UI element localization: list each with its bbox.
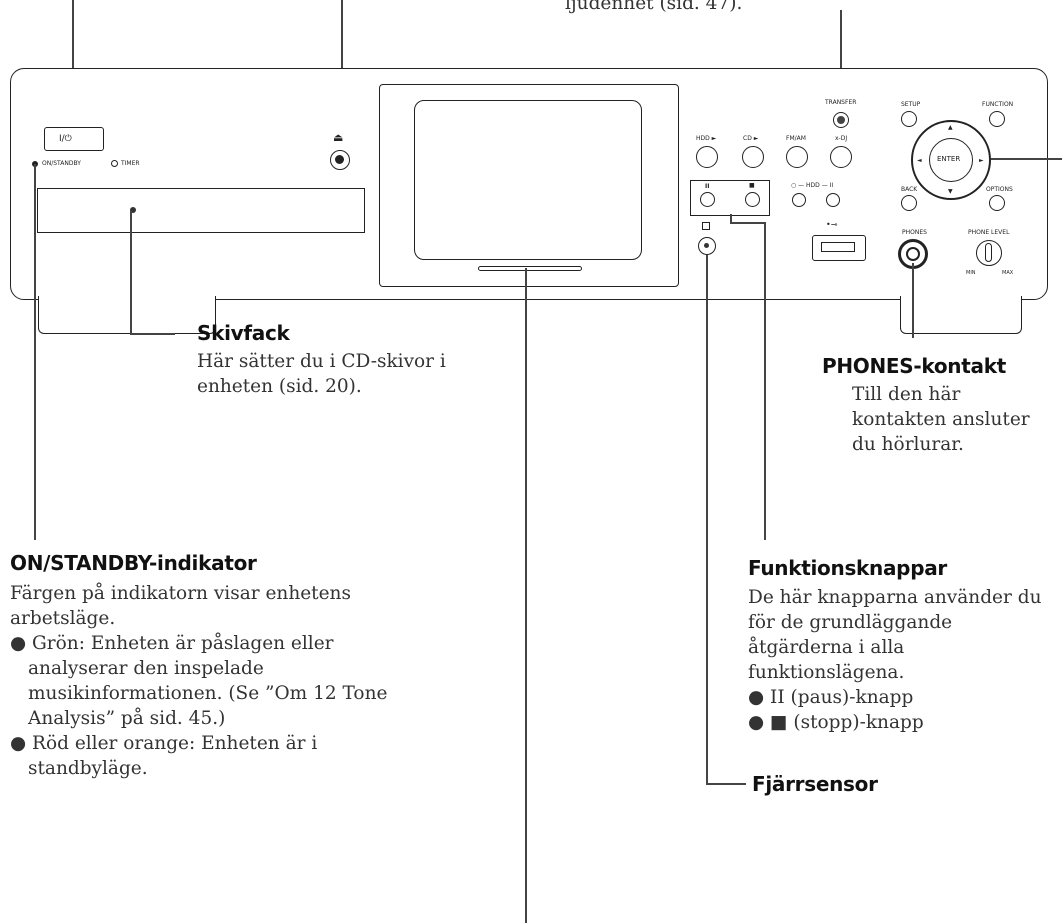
pause-icon: II — [705, 183, 710, 190]
leader-navigation — [991, 158, 1062, 160]
enter-button[interactable]: ENTER — [929, 138, 973, 182]
function-label: FUNCTION — [982, 101, 1014, 108]
hdd-label: ○ — HDD — II — [791, 182, 834, 189]
on-standby-label: ON/STANDBY — [42, 160, 81, 167]
panel-body — [10, 68, 1048, 300]
on-standby-heading: ON/STANDBY-indikator — [10, 551, 257, 575]
remote-sensor — [698, 237, 716, 255]
disc-tray[interactable] — [37, 188, 365, 233]
leader-phones — [912, 263, 914, 338]
power-icon: I/⏻ — [59, 134, 72, 144]
setup-button[interactable] — [901, 111, 917, 127]
skivfack-text: Här sätter du i CD-skivor i enheten (sid… — [197, 351, 446, 397]
options-button[interactable] — [989, 195, 1005, 211]
back-label: BACK — [901, 186, 918, 193]
pause-button[interactable] — [700, 192, 715, 207]
phones-text: Till den här kontakten ansluter du hörlu… — [852, 384, 1030, 455]
leader-function-stub — [730, 214, 732, 224]
leader-skivfack-vertical — [130, 211, 132, 335]
usb-icon: •⊸ — [826, 220, 838, 229]
leader-function-vertical — [764, 222, 766, 540]
phones-heading: PHONES-kontakt — [822, 354, 1006, 378]
stop-icon: ■ — [749, 182, 755, 189]
phones-label: PHONES — [902, 229, 927, 236]
sensor-icon — [702, 222, 710, 230]
xdj-button[interactable] — [830, 146, 852, 168]
cd-play-button[interactable] — [742, 146, 764, 168]
fm-am-button[interactable] — [786, 146, 808, 168]
display-frame — [379, 84, 679, 287]
fjarrsensor-heading: Fjärrsensor — [752, 772, 878, 796]
transfer-label: TRANSFER — [825, 99, 857, 106]
stop-bullet: ● ■ (stopp)-knapp — [748, 712, 924, 733]
hdd-left-button[interactable] — [792, 193, 806, 207]
hdd-right-button[interactable] — [826, 193, 840, 207]
leader-display — [525, 268, 527, 923]
right-foot — [900, 296, 1022, 334]
cd-play-label: CD ► — [743, 135, 759, 142]
skivfack-heading: Skivfack — [197, 321, 290, 345]
left-foot — [38, 296, 216, 334]
transfer-button[interactable] — [833, 112, 849, 128]
back-button[interactable] — [901, 195, 917, 211]
hdd-play-label: HDD ► — [696, 135, 717, 142]
eject-button[interactable] — [330, 150, 350, 170]
on-standby-bullet-red: ● Röd eller orange: Enheten är i standby… — [10, 733, 318, 779]
timer-indicator — [111, 160, 118, 167]
phone-level-knob[interactable] — [976, 240, 1002, 266]
power-button[interactable]: I/⏻ — [44, 127, 104, 151]
left-arrow-icon: ◄ — [917, 157, 922, 164]
options-label: OPTIONS — [986, 186, 1013, 193]
right-arrow-icon: ► — [979, 157, 984, 164]
function-button[interactable] — [989, 111, 1005, 127]
timer-label: TIMER — [121, 160, 140, 167]
fm-am-label: FM/AM — [786, 135, 806, 142]
setup-label: SETUP — [901, 101, 921, 108]
leader-sensor-vertical — [706, 255, 708, 785]
stop-button[interactable] — [745, 192, 760, 207]
navigation-ring[interactable]: ENTER ▲ ▼ ◄ ► — [911, 120, 991, 200]
pause-bullet: ● II (paus)-knapp — [748, 687, 914, 708]
funktionsknappar-heading: Funktionsknappar — [748, 556, 947, 580]
top-caption: ljudenhet (sid. 47). — [565, 0, 743, 14]
xdj-label: x-DJ — [835, 135, 848, 142]
funktionsknappar-body: De här knapparna använder du för de grun… — [748, 585, 1048, 735]
phone-level-label: PHONE LEVEL — [968, 229, 1010, 236]
leader-transfer — [840, 10, 842, 120]
enter-label: ENTER — [937, 155, 961, 163]
up-arrow-icon: ▲ — [948, 124, 953, 131]
usb-port[interactable] — [812, 235, 866, 261]
min-label: MIN — [966, 270, 976, 276]
down-arrow-icon: ▼ — [948, 188, 953, 195]
hdd-play-button[interactable] — [696, 146, 718, 168]
on-standby-intro: Färgen på indikatorn visar enhetens arbe… — [10, 583, 351, 629]
leader-skivfack-horizontal — [130, 333, 175, 335]
leader-function-horizontal — [730, 222, 766, 224]
on-standby-bullet-green: ● Grön: Enheten är påslagen eller analys… — [10, 633, 388, 729]
display-screen — [414, 100, 642, 260]
funktionsknappar-intro: De här knapparna använder du för de grun… — [748, 587, 1042, 683]
on-standby-body: Färgen på indikatorn visar enhetens arbe… — [10, 581, 400, 781]
display-slot — [478, 266, 582, 271]
eject-icon: ⏏ — [333, 131, 344, 144]
leader-on-standby — [34, 164, 36, 540]
max-label: MAX — [1002, 270, 1014, 276]
leader-sensor-horizontal — [706, 783, 746, 785]
